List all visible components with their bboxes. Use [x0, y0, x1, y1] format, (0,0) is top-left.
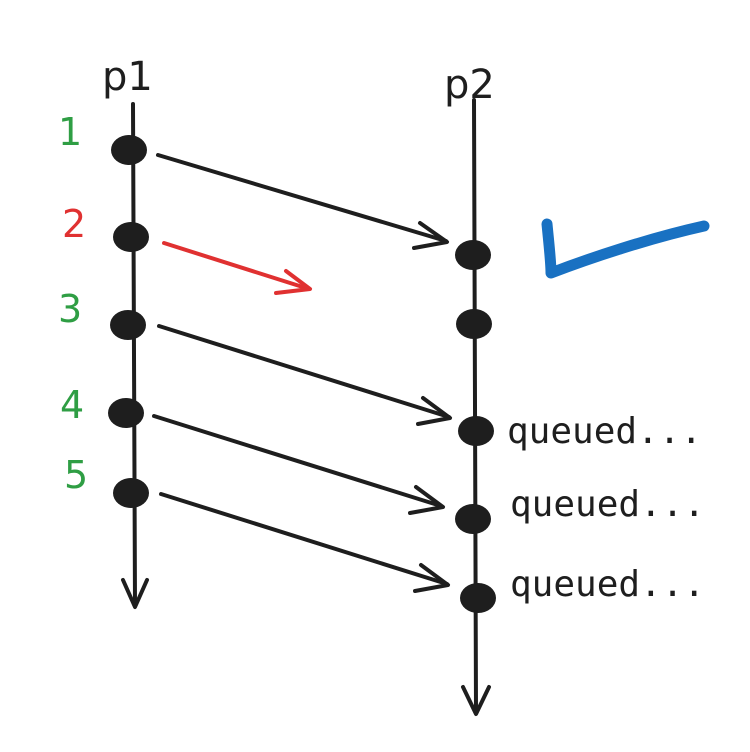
arrowhead-icon: [416, 396, 452, 426]
arrowhead-icon: [121, 578, 149, 609]
arrowhead-icon: [461, 685, 491, 716]
message-arrow-5: [159, 492, 450, 593]
message-arrow-1: [156, 153, 449, 250]
timeline-p2: [461, 98, 491, 716]
queued-annotation-4: queued...: [510, 484, 705, 525]
send-event-4: [108, 398, 144, 428]
receive-event-5: [460, 583, 496, 613]
timeline-p1: [121, 102, 149, 609]
process-label-p1: p1: [102, 54, 153, 100]
queued-annotation-3: queued...: [507, 411, 702, 452]
send-event-1: [111, 135, 147, 165]
receive-event-2: [456, 309, 492, 339]
arrowhead-icon: [413, 563, 450, 593]
queued-annotation-5: queued...: [510, 564, 705, 605]
message-number-4: 4: [60, 383, 84, 427]
message-arrow-2-lost: [162, 241, 312, 295]
arrowhead-icon: [408, 485, 445, 515]
send-event-2: [113, 222, 149, 252]
receive-event-4: [455, 504, 491, 534]
arrowhead-icon: [274, 269, 312, 295]
message-arrow-4: [152, 414, 445, 515]
message-number-2: 2: [62, 202, 86, 246]
message-number-3: 3: [58, 287, 82, 331]
process-label-p2: p2: [444, 62, 495, 108]
send-event-3: [110, 310, 146, 340]
message-number-1: 1: [58, 110, 82, 154]
receive-event-3: [458, 416, 494, 446]
message-number-5: 5: [64, 453, 88, 497]
send-event-5: [113, 478, 149, 508]
arrowhead-icon: [412, 221, 449, 250]
checkmark-icon: [541, 218, 710, 279]
message-arrow-3: [157, 324, 452, 426]
receive-event-1: [455, 240, 491, 270]
